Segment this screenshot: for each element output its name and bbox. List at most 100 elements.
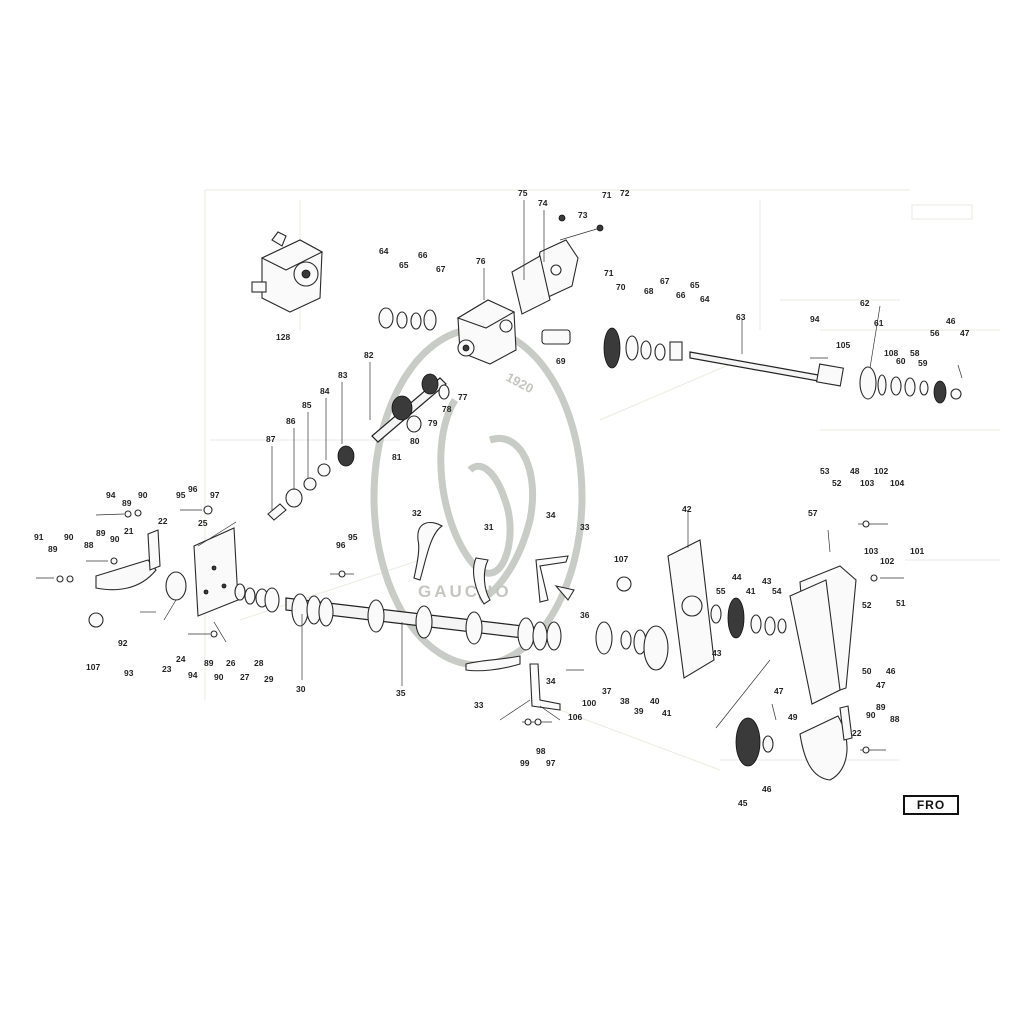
callout-71b: 71 [604,268,614,278]
callout-90: 90 [138,490,148,500]
part-chain-case [789,565,857,705]
callout-25: 25 [198,518,208,528]
callout-72: 72 [620,188,630,198]
callout-95b: 95 [348,532,358,542]
callout-65b: 65 [690,280,700,290]
callout-87: 87 [266,434,276,444]
callout-46c: 46 [762,784,772,794]
callout-96b: 96 [336,540,346,550]
callout-89b: 89 [48,544,58,554]
part-left-plate [193,527,239,617]
callout-29: 29 [264,674,274,684]
callout-88b: 88 [890,714,900,724]
callout-55: 55 [716,586,726,596]
callout-27: 27 [240,672,250,682]
callout-88: 88 [84,540,94,550]
part-right-skid [799,705,853,781]
callout-24: 24 [176,654,186,664]
callout-48: 48 [850,466,860,476]
callout-46b: 46 [886,666,896,676]
callout-31: 31 [484,522,494,532]
callout-34b: 34 [546,676,556,686]
callout-89c: 89 [96,528,106,538]
callout-94: 94 [810,314,820,324]
callout-89e: 89 [876,702,886,712]
callout-46: 46 [946,316,956,326]
callout-73: 73 [578,210,588,220]
callout-30: 30 [296,684,306,694]
callout-104: 104 [890,478,904,488]
part-spline-sleeve [541,329,571,345]
callout-41b: 41 [746,586,756,596]
callout-51: 51 [896,598,906,608]
callout-60: 60 [896,356,906,366]
callout-90d: 90 [214,672,224,682]
callout-85: 85 [302,400,312,410]
callout-95: 95 [176,490,186,500]
callout-82: 82 [364,350,374,360]
callout-100: 100 [582,698,596,708]
callout-49: 49 [788,712,798,722]
callout-40: 40 [650,696,660,706]
callout-97b: 97 [546,758,556,768]
callout-labels: 128 64 65 66 67 76 75 74 73 71 72 71 70 … [34,188,970,808]
callout-107b: 107 [86,662,100,672]
callout-65: 65 [399,260,409,270]
callout-75: 75 [518,188,528,198]
callout-96: 96 [188,484,198,494]
callout-32: 32 [412,508,422,518]
part-cover-plate [511,214,604,315]
callout-54: 54 [772,586,782,596]
callout-74: 74 [538,198,548,208]
callout-81: 81 [392,452,402,462]
callout-71: 71 [602,190,612,200]
part-drive-shaft [689,351,845,387]
callout-80: 80 [410,436,420,446]
callout-70: 70 [616,282,626,292]
callout-42: 42 [682,504,692,514]
callout-56: 56 [930,328,940,338]
callout-28: 28 [254,658,264,668]
callout-37: 37 [602,686,612,696]
callout-90e: 90 [866,710,876,720]
part-left-skid [95,529,161,591]
callout-90b: 90 [64,532,74,542]
callout-43: 43 [762,576,772,586]
callout-77: 77 [458,392,468,402]
callout-76: 76 [476,256,486,266]
callout-23: 23 [162,664,172,674]
callout-108: 108 [884,348,898,358]
callout-64b: 64 [700,294,710,304]
callout-84: 84 [320,386,330,396]
callout-93: 93 [124,668,134,678]
sheet-code: FRO [917,798,945,812]
callout-94b: 94 [106,490,116,500]
callout-45: 45 [738,798,748,808]
callout-98: 98 [536,746,546,756]
callout-105: 105 [836,340,850,350]
callout-89: 89 [122,498,132,508]
callout-97: 97 [210,490,220,500]
callout-52: 52 [832,478,842,488]
callout-57: 57 [808,508,818,518]
callout-67b: 67 [660,276,670,286]
callout-44: 44 [732,572,742,582]
callout-22: 22 [158,516,168,526]
callout-79: 79 [428,418,438,428]
callout-86: 86 [286,416,296,426]
callout-107: 107 [614,554,628,564]
callout-59: 59 [918,358,928,368]
callout-128: 128 [276,332,290,342]
part-rotor-shaft [285,593,562,651]
part-upper-bearings [378,307,437,331]
callout-47: 47 [960,328,970,338]
part-right-bearings [859,364,963,404]
watermark-brand: GAUCHO [418,582,512,601]
part-input-shaft [267,373,450,521]
callout-61: 61 [874,318,884,328]
part-center-bearing-stack [595,621,669,671]
leader-lines [163,200,881,729]
callout-34: 34 [546,510,556,520]
callout-39: 39 [634,706,644,716]
